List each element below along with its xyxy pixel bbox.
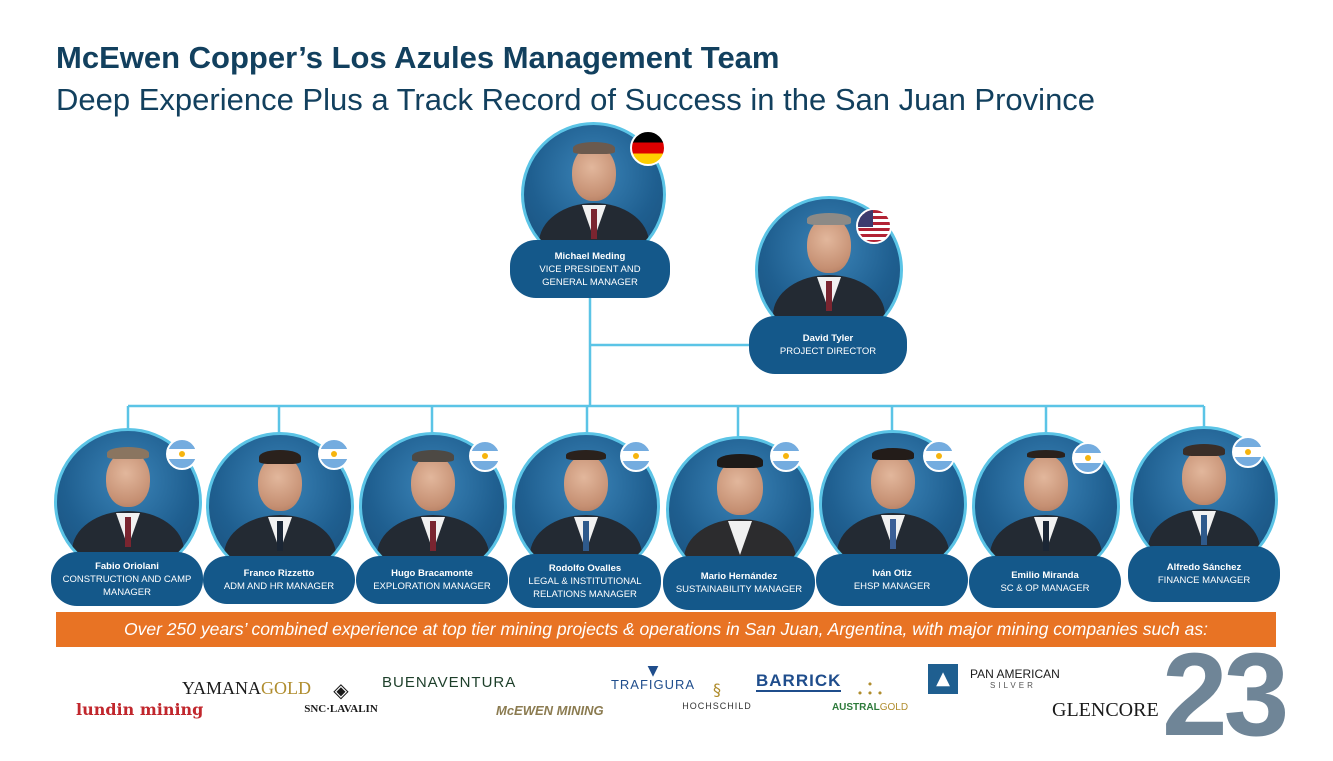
argentina-flag-icon	[620, 440, 652, 472]
member-name: Mario Hernández	[700, 571, 778, 582]
usa-flag-icon	[856, 208, 892, 244]
member-name: Rodolfo Ovalles	[548, 562, 622, 574]
trafigura-logo: ▼ TRAFIGURA	[610, 663, 696, 692]
member-card-rodolfo-ovalles: Rodolfo Ovalles LEGAL & INSTITUTIONAL RE…	[508, 432, 664, 610]
member-name: Michael Meding	[554, 250, 626, 262]
manager-label: Mario Hernández SUSTAINABILITY MANAGER	[663, 556, 815, 610]
member-role: EXPLORATION MANAGER	[373, 581, 491, 592]
member-name: Alfredo Sánchez	[1166, 562, 1242, 573]
argentina-flag-icon	[923, 440, 955, 472]
member-card-alfredo-sanchez: Alfredo Sánchez FINANCE MANAGER	[1126, 426, 1282, 606]
member-card-david-tyler: David Tyler PROJECT DIRECTOR	[746, 196, 912, 378]
member-name: Hugo Bracamonte	[391, 568, 473, 579]
experience-banner: Over 250 years’ combined experience at t…	[56, 612, 1276, 647]
member-role: VICE PRESIDENT AND GENERAL MANAGER	[539, 263, 641, 288]
australgold-logo: •• • • AUSTRALGOLD	[818, 678, 922, 713]
argentina-flag-icon	[318, 438, 350, 470]
manager-label: Rodolfo Ovalles LEGAL & INSTITUTIONAL RE…	[509, 554, 661, 608]
australgold-dots-icon: •• • •	[856, 678, 884, 700]
trafigura-mark-icon: ▼	[647, 663, 659, 679]
page-subtitle: Deep Experience Plus a Track Record of S…	[56, 82, 1096, 117]
member-name: Fabio Oriolani	[95, 560, 159, 572]
leader-label: David Tyler PROJECT DIRECTOR	[749, 316, 907, 374]
snc-chevron-icon: ◈	[333, 678, 349, 702]
member-card-franco-rizzetto: Franco Rizzetto ADM AND HR MANAGER	[202, 432, 358, 610]
argentina-flag-icon	[770, 440, 802, 472]
mcewen-mining-logo: McEWEN MINING	[496, 703, 604, 718]
manager-label: Fabio Oriolani CONSTRUCTION AND CAMP MAN…	[51, 552, 203, 606]
manager-label: Hugo Bracamonte EXPLORATION MANAGER	[356, 556, 508, 604]
manager-label: Iván Otiz EHSP MANAGER	[816, 554, 968, 606]
member-role: FINANCE MANAGER	[1157, 575, 1251, 586]
page-title: McEwen Copper’s Los Azules Management Te…	[56, 40, 780, 75]
member-card-fabio-oriolani: Fabio Oriolani CONSTRUCTION AND CAMP MAN…	[50, 428, 206, 608]
member-role: PROJECT DIRECTOR	[779, 346, 877, 357]
glencore-logo: GLENCORE	[1052, 699, 1159, 721]
yamana-gold-logo: YAMANAGOLD	[182, 678, 312, 698]
pan-american-mark-icon: ▲	[928, 664, 958, 694]
leader-label: Michael Meding VICE PRESIDENT AND GENERA…	[510, 240, 670, 298]
barrick-logo: BARRICK	[756, 671, 842, 692]
member-card-hugo-bracamonte: Hugo Bracamonte EXPLORATION MANAGER	[355, 432, 511, 610]
member-role: EHSP MANAGER	[853, 581, 931, 592]
member-card-michael-meding: Michael Meding VICE PRESIDENT AND GENERA…	[508, 122, 672, 302]
argentina-flag-icon	[1232, 436, 1264, 468]
member-name: David Tyler	[802, 333, 854, 344]
lundin-mining-logo: lundin mining	[76, 700, 204, 719]
member-name: Franco Rizzetto	[243, 568, 315, 579]
argentina-flag-icon	[1072, 442, 1104, 474]
member-role: ADM AND HR MANAGER	[223, 581, 335, 592]
manager-label: Franco Rizzetto ADM AND HR MANAGER	[203, 556, 355, 604]
member-name: Emilio Miranda	[1011, 570, 1079, 581]
germany-flag-icon	[630, 130, 666, 166]
argentina-flag-icon	[166, 438, 198, 470]
member-name: Iván Otiz	[872, 568, 912, 579]
member-role: LEGAL & INSTITUTIONAL RELATIONS MANAGER	[528, 575, 642, 600]
member-role: CONSTRUCTION AND CAMP MANAGER	[62, 573, 192, 598]
hochschild-mark-icon: §	[713, 680, 721, 699]
manager-label: Alfredo Sánchez FINANCE MANAGER	[1128, 546, 1280, 602]
member-role: SUSTAINABILITY MANAGER	[675, 584, 803, 595]
member-role: SC & OP MANAGER	[1000, 583, 1090, 594]
argentina-flag-icon	[469, 440, 501, 472]
hochschild-logo: § HOCHSCHILD	[680, 682, 754, 711]
member-card-mario-hernandez: Mario Hernández SUSTAINABILITY MANAGER	[662, 436, 818, 612]
page-number: 23	[1162, 629, 1289, 761]
buenaventura-logo: BUENAVENTURA	[382, 674, 517, 691]
snc-lavalin-logo: ◈ SNC·LAVALIN	[298, 680, 384, 715]
member-card-ivan-otiz: Iván Otiz EHSP MANAGER	[815, 430, 971, 610]
member-card-emilio-miranda: Emilio Miranda SC & OP MANAGER	[968, 432, 1124, 610]
manager-label: Emilio Miranda SC & OP MANAGER	[969, 556, 1121, 608]
